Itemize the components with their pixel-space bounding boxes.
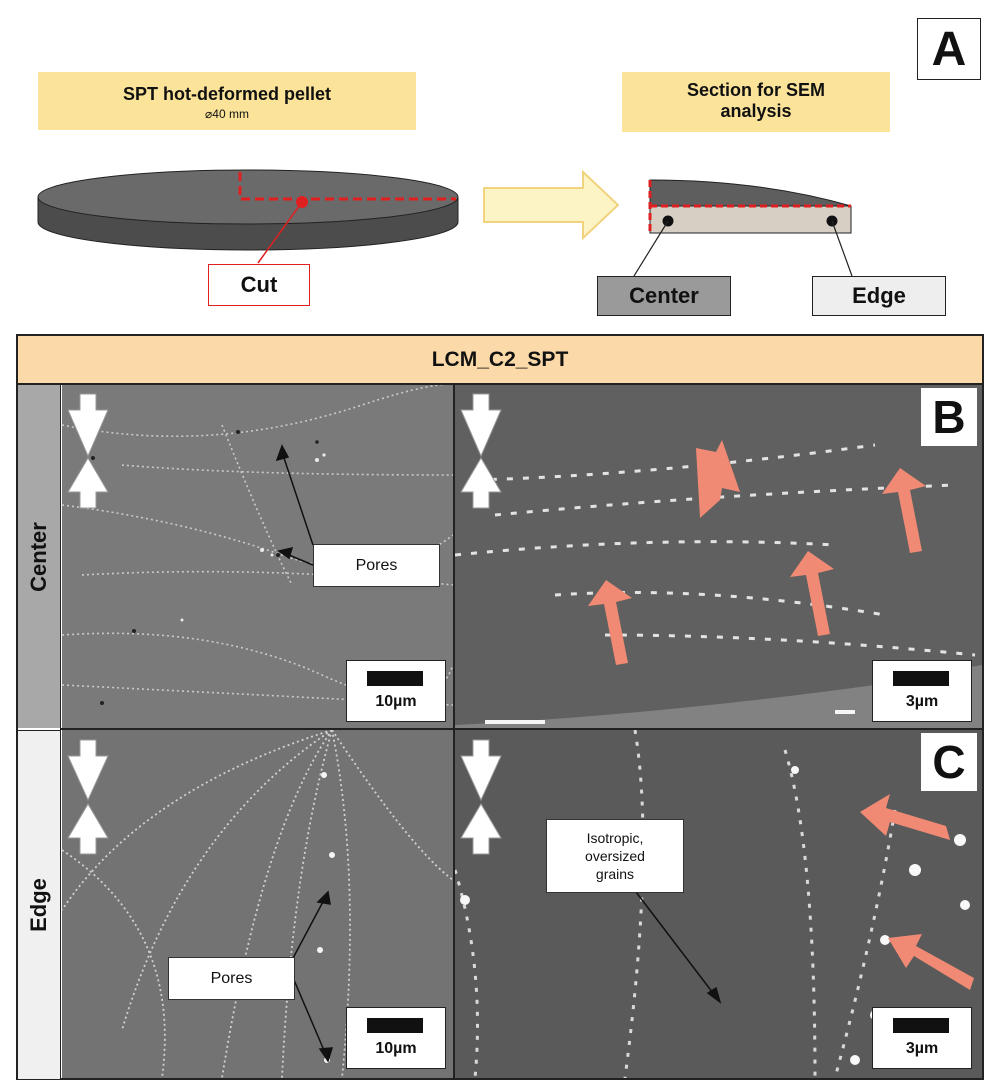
pores-callout-bottom: Pores — [168, 957, 295, 1000]
section-title-line1: Section for SEM — [686, 80, 825, 100]
panel-a-letter: A — [917, 18, 981, 80]
grid-header: LCM_C2_SPT — [18, 336, 982, 385]
scalebar-center-high: 3µm — [872, 660, 972, 722]
cut-label: Cut — [208, 264, 310, 306]
grid-divider-vertical — [453, 385, 455, 1078]
salmon-arrow-icons — [588, 440, 974, 990]
scalebar-center-high-label: 3µm — [905, 693, 939, 710]
pellet-title-box: SPT hot-deformed pellet ⌀40 mm — [38, 72, 416, 130]
grid-header-text: LCM_C2_SPT — [431, 347, 569, 371]
cut-line — [238, 172, 456, 201]
salmon-arrow-icon-5 — [860, 794, 950, 840]
compress-arrow-icon-1 — [67, 393, 109, 458]
compress-arrow-icon-6 — [67, 803, 109, 855]
scalebar-edge-high-label: 3µm — [905, 1040, 939, 1057]
compress-arrow-icon-7 — [460, 739, 502, 802]
panel-a-diagram — [37, 169, 853, 277]
cut-pointer — [257, 201, 303, 264]
compress-arrow-icon-8 — [460, 803, 502, 855]
pores-callout-top: Pores — [313, 544, 440, 587]
salmon-arrow-icon-1 — [696, 440, 740, 518]
section-profile — [633, 179, 853, 277]
scalebar-edge-low: 10µm — [346, 1007, 446, 1069]
salmon-arrow-icon-2 — [588, 580, 632, 665]
panel-c-letter: C — [921, 733, 977, 791]
isotropic-line1: Isotropic, — [586, 830, 644, 846]
pellet-title: SPT hot-deformed pellet — [122, 84, 331, 104]
center-tag: Center — [597, 276, 731, 316]
compress-arrow-icon-2 — [67, 457, 109, 509]
isotropic-line3: grains — [595, 866, 635, 882]
isotropic-line2: oversized — [585, 848, 645, 864]
section-title-box: Section for SEM analysis — [622, 72, 890, 132]
compress-arrow-icon-4 — [460, 457, 502, 509]
row-label-center: Center — [18, 385, 61, 728]
flow-arrow — [483, 169, 620, 241]
scalebar-edge-low-label: 10µm — [375, 1040, 417, 1057]
isotropic-callout: Isotropic, oversized grains — [546, 819, 684, 893]
pellet-diameter: ⌀40 mm — [205, 107, 249, 121]
row-label-edge: Edge — [18, 730, 61, 1079]
scalebar-edge-high: 3µm — [872, 1007, 972, 1069]
compress-arrow-icon-5 — [67, 739, 109, 802]
scalebar-center-low: 10µm — [346, 660, 446, 722]
section-title-line2: analysis — [720, 101, 792, 121]
salmon-arrow-icon-4 — [882, 468, 926, 553]
callout-pointers — [275, 444, 722, 1063]
grid-divider-horizontal — [60, 728, 982, 730]
salmon-arrow-icon-6 — [888, 934, 974, 990]
pellet-disc — [37, 169, 459, 251]
scalebar-center-low-label: 10µm — [375, 693, 417, 710]
panel-b-letter: B — [921, 388, 977, 446]
compression-arrow-icons — [67, 393, 502, 855]
salmon-arrow-icon-3 — [790, 551, 834, 636]
edge-tag: Edge — [812, 276, 946, 316]
sem-edge-low-texture — [62, 730, 453, 1078]
compress-arrow-icon-3 — [460, 393, 502, 458]
